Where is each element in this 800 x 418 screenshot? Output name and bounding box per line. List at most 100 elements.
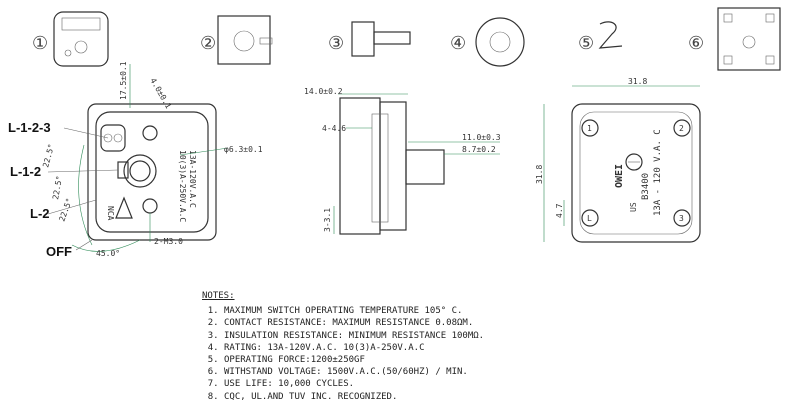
side-body — [339, 97, 381, 235]
dim-offset: 4.0±0.1 — [148, 77, 173, 111]
position-label-off: OFF — [46, 244, 72, 259]
front-indicator-window — [100, 124, 126, 152]
part-number-4: ④ — [450, 33, 466, 54]
note-item: MAXIMUM SWITCH OPERATING TEMPERATURE 105… — [224, 305, 762, 317]
notes-title: NOTES: — [202, 291, 235, 301]
note-item: INSULATION RESISTANCE: MINIMUM RESISTANC… — [224, 330, 762, 342]
part-number-3: ③ — [328, 33, 344, 54]
dim-angle-1: 22.5° — [41, 143, 56, 169]
position-label-l-1-2: L-1-2 — [10, 164, 41, 179]
front-warning-triangle — [115, 196, 133, 219]
side-gear-housing — [379, 101, 407, 231]
part-5-spring — [598, 21, 623, 49]
dim-angle-3: 22.5° — [57, 197, 74, 223]
leader-l-1-2 — [47, 169, 119, 173]
notes-section: NOTES: MAXIMUM SWITCH OPERATING TEMPERAT… — [202, 290, 762, 403]
dim-angle-2: 22.5° — [51, 175, 64, 200]
part-1-switch-front — [53, 11, 109, 67]
rear-terminal-3 — [673, 209, 691, 227]
front-rating-250v: 10(3)A-250V.A.C — [178, 150, 187, 222]
dim-hole-dia: φ6.3±0.1 — [224, 145, 263, 154]
front-shaft-outer — [123, 154, 157, 188]
dim-side-bottom: 3-3.1 — [323, 208, 332, 232]
part-4-rotor — [475, 17, 525, 67]
part-2-tab — [259, 37, 273, 45]
front-view: NCA 10(3)A-250V.A.C 13A-120V.A.C 17.5±0.… — [8, 61, 263, 259]
note-item: RATING: 13A-120V.A.C. 10(3)A-250V.A.C — [224, 342, 762, 354]
part-3-gear — [351, 21, 375, 57]
dim-side-flange: 4-4.6 — [322, 124, 346, 133]
dim-side-width: 14.0±0.2 — [304, 87, 343, 96]
rear-body — [571, 103, 701, 243]
position-label-l-2: L-2 — [30, 206, 50, 221]
leader-l-2 — [47, 199, 97, 215]
rear-center-screw — [625, 153, 643, 171]
part-number-1: ① — [32, 33, 48, 54]
front-screw-hole-bottom — [142, 198, 158, 214]
part-6-terminal-4 — [765, 55, 775, 65]
technical-drawing: ① ② ③ ④ ⑤ ⑥ NCA — [8, 7, 781, 259]
part-1-hole — [64, 49, 72, 57]
dim-rear-offset: 4.7 — [555, 203, 564, 218]
part-6-terminal-2 — [765, 13, 775, 23]
position-label-l-1-2-3: L-1-2-3 — [8, 120, 51, 135]
dim-side-shaft-len: 11.0±0.3 — [462, 133, 501, 142]
rear-view: 1 2 L 3 OWEI B3400 13A - 120 V.A. C US 3… — [535, 77, 701, 243]
leader-l-1-2-3 — [63, 127, 109, 139]
front-screw-hole-top — [142, 125, 158, 141]
note-item: OPERATING FORCE:1200±250GF — [224, 354, 762, 366]
dim-side-shaft-dia: 8.7±0.2 — [462, 145, 496, 154]
front-shaft-inner — [129, 160, 151, 182]
part-6-terminal-3 — [723, 55, 733, 65]
note-item: USE LIFE: 10,000 CYCLES. — [224, 378, 762, 390]
front-indicator-dot-1 — [103, 133, 113, 143]
rear-terminal-label-l: L — [587, 214, 592, 223]
part-4-hub — [489, 31, 511, 53]
rear-cert: US — [629, 202, 638, 212]
part-1-label-area — [61, 17, 101, 31]
rear-terminal-label-2: 2 — [679, 124, 684, 133]
dim-rear-height: 31.8 — [535, 165, 544, 184]
part-number-6: ⑥ — [688, 33, 704, 54]
part-1-knob — [74, 40, 88, 54]
rear-terminal-2 — [673, 119, 691, 137]
dim-arc-off — [71, 239, 141, 252]
rear-terminal-l — [581, 209, 599, 227]
part-6-back-view — [717, 7, 781, 71]
rear-terminal-label-3: 3 — [679, 214, 684, 223]
note-item: CONTACT RESISTANCE: MAXIMUM RESISTANCE 0… — [224, 317, 762, 329]
part-number-2: ② — [200, 33, 216, 54]
dim-angle-off: 45.0° — [96, 249, 120, 258]
front-body-outer — [87, 103, 217, 241]
dim-line-hole-dia — [179, 147, 229, 156]
part-2-plate — [217, 15, 271, 65]
notes-list: MAXIMUM SWITCH OPERATING TEMPERATURE 105… — [202, 305, 762, 403]
note-item: CQC, UL.AND TUV INC. RECOGNIZED. — [224, 391, 762, 403]
dim-height-top: 17.5±0.1 — [119, 61, 128, 100]
part-number-5: ⑤ — [578, 33, 594, 54]
dim-rear-width: 31.8 — [628, 77, 647, 86]
rear-terminal-1 — [581, 119, 599, 137]
part-6-terminal-1 — [723, 13, 733, 23]
rear-model: B3400 — [641, 173, 651, 200]
part-thumbnails: ① ② ③ ④ ⑤ ⑥ — [32, 7, 781, 71]
side-view: 14.0±0.2 4-4.6 11.0±0.3 8.7±0.2 3-3.1 — [304, 87, 501, 235]
dim-arc-angles — [78, 144, 93, 246]
leader-off — [75, 239, 93, 251]
front-badge: NCA — [106, 206, 115, 221]
rear-brand: OWEI — [614, 164, 625, 188]
front-body-inner — [95, 111, 209, 233]
rear-body-inner — [579, 111, 693, 235]
front-detent — [117, 161, 129, 179]
part-3-shaft — [373, 31, 411, 45]
part-6-center — [742, 35, 756, 49]
rear-rating: 13A - 120 V.A. C — [653, 129, 663, 216]
note-item: WITHSTAND VOLTAGE: 1500V.A.C.(50/60HZ) /… — [224, 366, 762, 378]
front-rating-120v: 13A-120V.A.C — [188, 150, 197, 208]
side-shaft — [405, 149, 445, 185]
front-indicator-dot-2 — [113, 133, 123, 143]
part-2-cutout — [233, 30, 255, 52]
side-flange — [371, 113, 389, 223]
rear-terminal-label-1: 1 — [587, 124, 592, 133]
dim-screw: 2-M3.0 — [154, 237, 183, 246]
